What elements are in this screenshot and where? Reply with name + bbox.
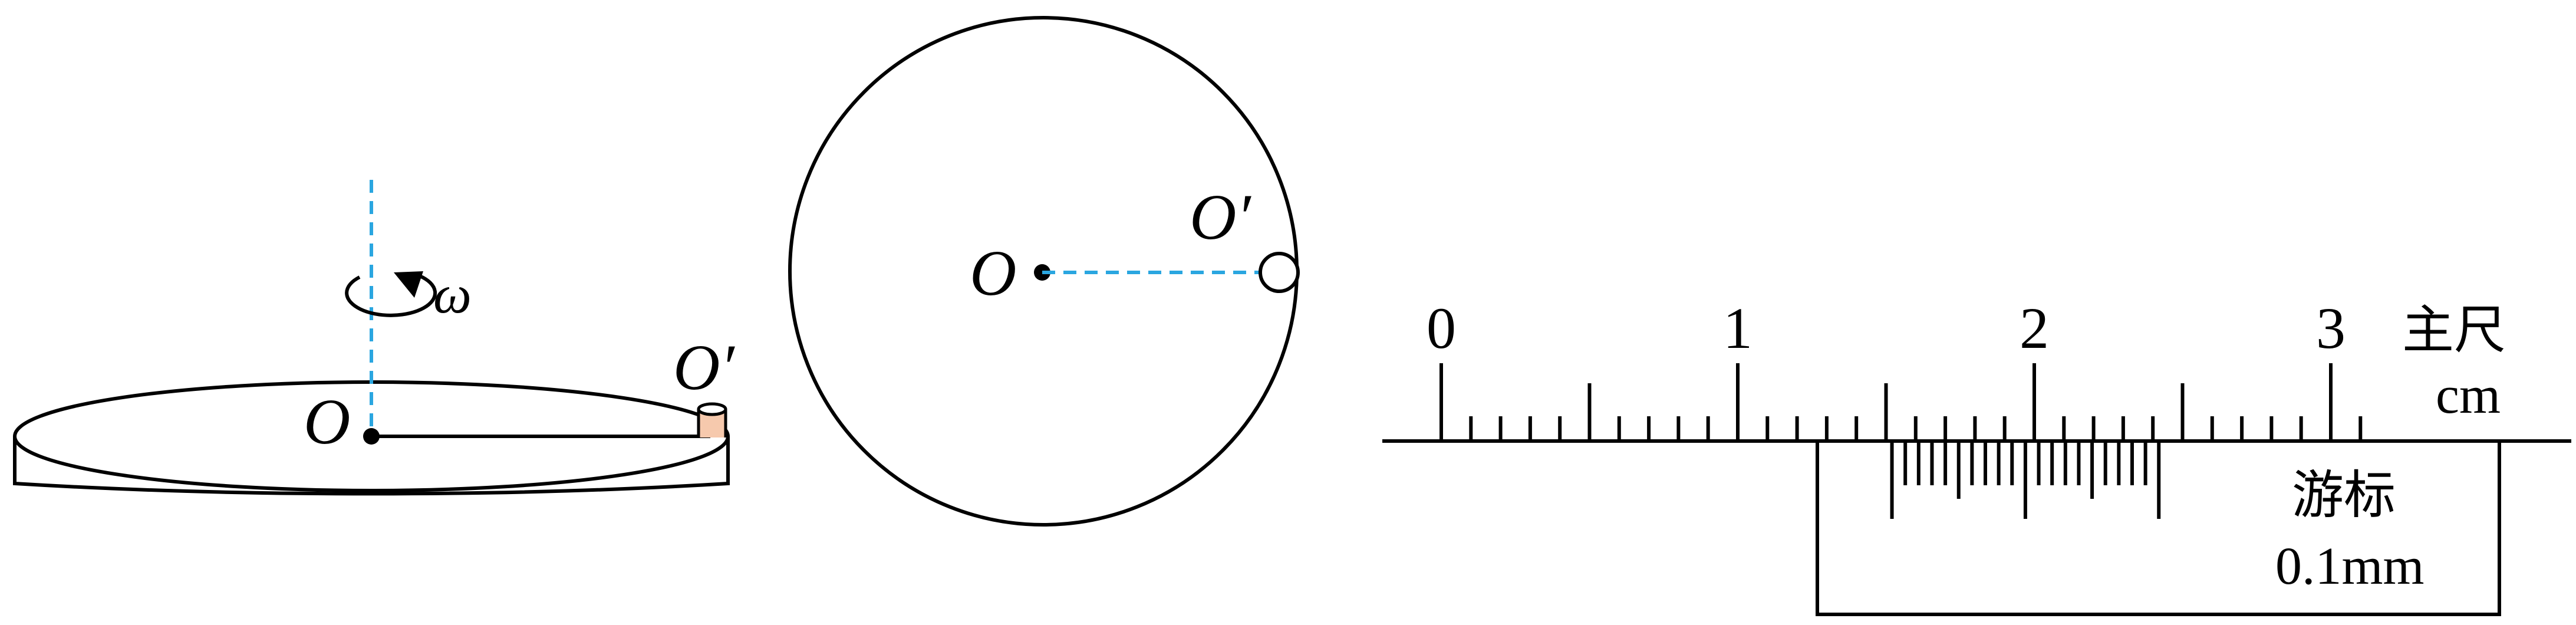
vernier-caliper: 0 1 2 3 主尺 cm 游标 0.1mm bbox=[1382, 295, 2571, 616]
center-point-O bbox=[363, 428, 380, 445]
rotation-arrowhead-icon bbox=[394, 271, 423, 298]
small-block bbox=[697, 402, 727, 438]
omega-label: ω bbox=[433, 264, 472, 324]
vernier-precision: 0.1mm bbox=[2275, 537, 2425, 596]
disc-bottom-edge bbox=[13, 436, 730, 496]
label-O-fig2: O bbox=[970, 237, 1016, 309]
main-scale-ticks bbox=[1439, 363, 2363, 441]
main-number-2: 2 bbox=[2020, 295, 2049, 361]
turntable-top-view-figure: O O′ bbox=[788, 16, 1300, 527]
main-number-3: 3 bbox=[2316, 295, 2346, 361]
vernier-scale-ticks bbox=[1890, 441, 2161, 519]
main-number-1: 1 bbox=[1723, 295, 1753, 361]
label-O-fig1: O bbox=[304, 386, 350, 458]
main-number-0: 0 bbox=[1427, 295, 1456, 361]
turntable-3d-figure: ω O O′ bbox=[13, 180, 735, 496]
label-Oprime-fig1: O′ bbox=[673, 331, 735, 403]
main-scale-label: 主尺 bbox=[2402, 300, 2506, 360]
vernier-slider-body bbox=[1816, 441, 2501, 616]
label-Oprime-fig2: O′ bbox=[1190, 181, 1251, 253]
vernier-label: 游标 bbox=[2292, 465, 2396, 525]
main-scale-unit: cm bbox=[2436, 366, 2501, 425]
small-block-top-view bbox=[1259, 252, 1300, 293]
rotation-arrow bbox=[345, 274, 437, 317]
